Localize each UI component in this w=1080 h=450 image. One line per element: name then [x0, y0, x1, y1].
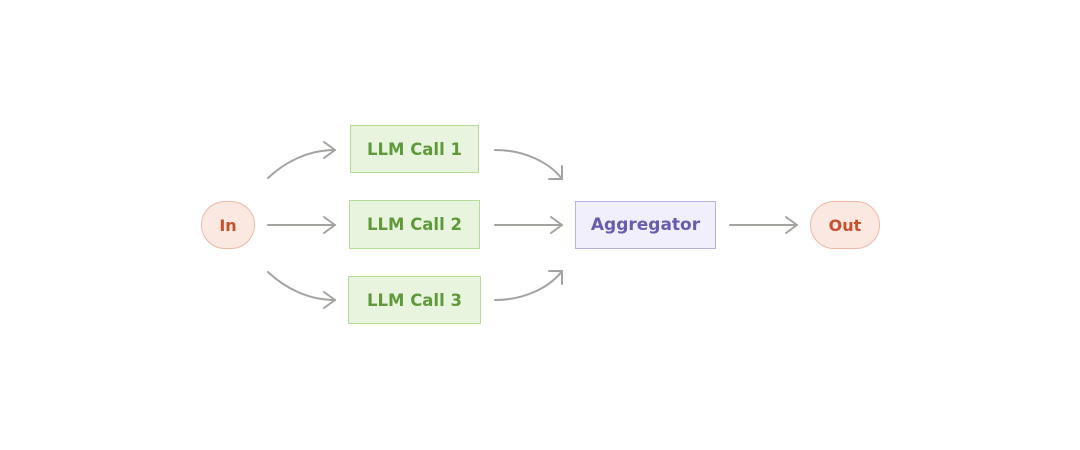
llm-call-2-node: LLM Call 2 — [349, 200, 480, 249]
input-node-label: In — [219, 215, 237, 235]
arrow-llm-call-2-to-aggregator — [494, 216, 563, 234]
llm-call-1-node: LLM Call 1 — [350, 125, 479, 173]
aggregator-label: Aggregator — [590, 215, 701, 235]
llm-call-1-label: LLM Call 1 — [367, 139, 462, 159]
arrow-llm-call-1-to-aggregator — [494, 149, 563, 180]
llm-call-3-label: LLM Call 3 — [367, 290, 462, 310]
arrow-in-to-llm-call-2 — [267, 216, 336, 234]
llm-call-2-label: LLM Call 2 — [367, 215, 462, 234]
arrow-in-to-llm-call-3 — [267, 271, 336, 309]
aggregator-node: Aggregator — [575, 201, 716, 249]
arrow-aggregator-to-out — [729, 216, 798, 234]
arrow-llm-call-3-to-aggregator — [494, 270, 563, 301]
arrow-in-to-llm-call-1 — [267, 141, 336, 179]
output-node-label: Out — [828, 215, 862, 235]
llm-call-3-node: LLM Call 3 — [348, 276, 481, 324]
output-node: Out — [810, 201, 880, 249]
input-node: In — [201, 201, 255, 249]
